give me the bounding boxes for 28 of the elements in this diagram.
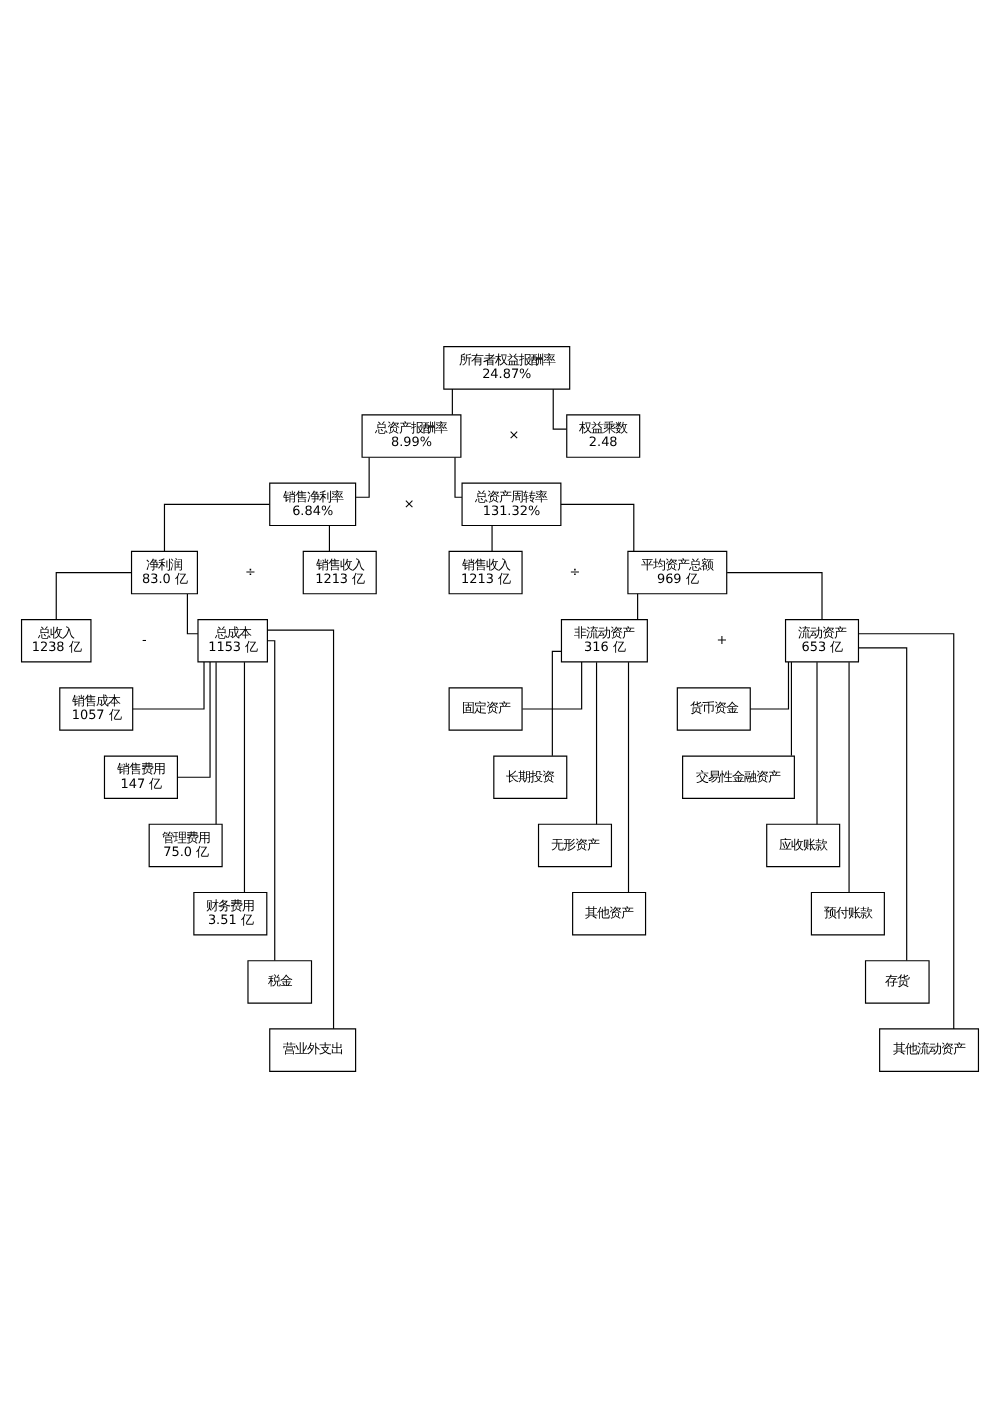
connector <box>454 455 463 497</box>
connector <box>355 455 370 497</box>
connector <box>266 628 335 1029</box>
connector <box>552 387 567 429</box>
connector <box>726 570 823 620</box>
connector <box>451 387 453 415</box>
connector <box>55 570 132 620</box>
connector <box>132 660 205 709</box>
connector <box>816 660 818 824</box>
connector <box>215 660 217 824</box>
connector <box>790 660 792 756</box>
connector <box>186 592 199 634</box>
connector <box>749 660 790 709</box>
connector <box>176 660 211 777</box>
connector <box>560 502 635 551</box>
connector <box>858 632 955 1029</box>
connector <box>595 660 598 824</box>
connector <box>848 660 850 892</box>
connector <box>491 523 493 551</box>
connector <box>328 523 331 551</box>
connector <box>627 660 630 892</box>
connector <box>266 639 276 961</box>
connector <box>551 649 562 756</box>
connector <box>243 660 246 892</box>
connector <box>163 502 270 551</box>
connector <box>637 592 639 619</box>
connector <box>858 646 908 961</box>
connector <box>521 660 583 709</box>
